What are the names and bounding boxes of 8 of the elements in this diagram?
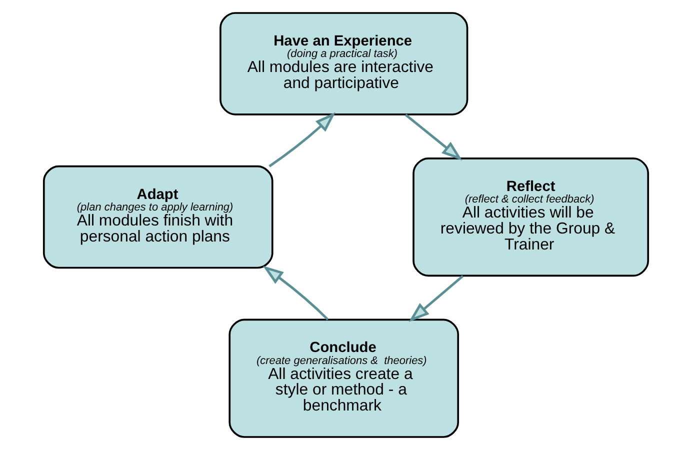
node-box: Conclude (create generalisations & theories) All activities create a style or method - a benchmark — [228, 318, 459, 438]
arrow — [404, 114, 462, 161]
node-box: Adapt (plan changes to apply learning) All modules finish with personal action plans — [42, 165, 273, 269]
node-box: Reflect (reflect & collect feedback) All activities will be reviewed by the Group & Trainer — [412, 157, 649, 277]
node-box: Have an Experience (doing a practical task) All modules are interactive and participative — [219, 12, 468, 116]
arrow — [262, 266, 328, 320]
arrow — [268, 112, 336, 168]
arrow — [408, 275, 464, 322]
